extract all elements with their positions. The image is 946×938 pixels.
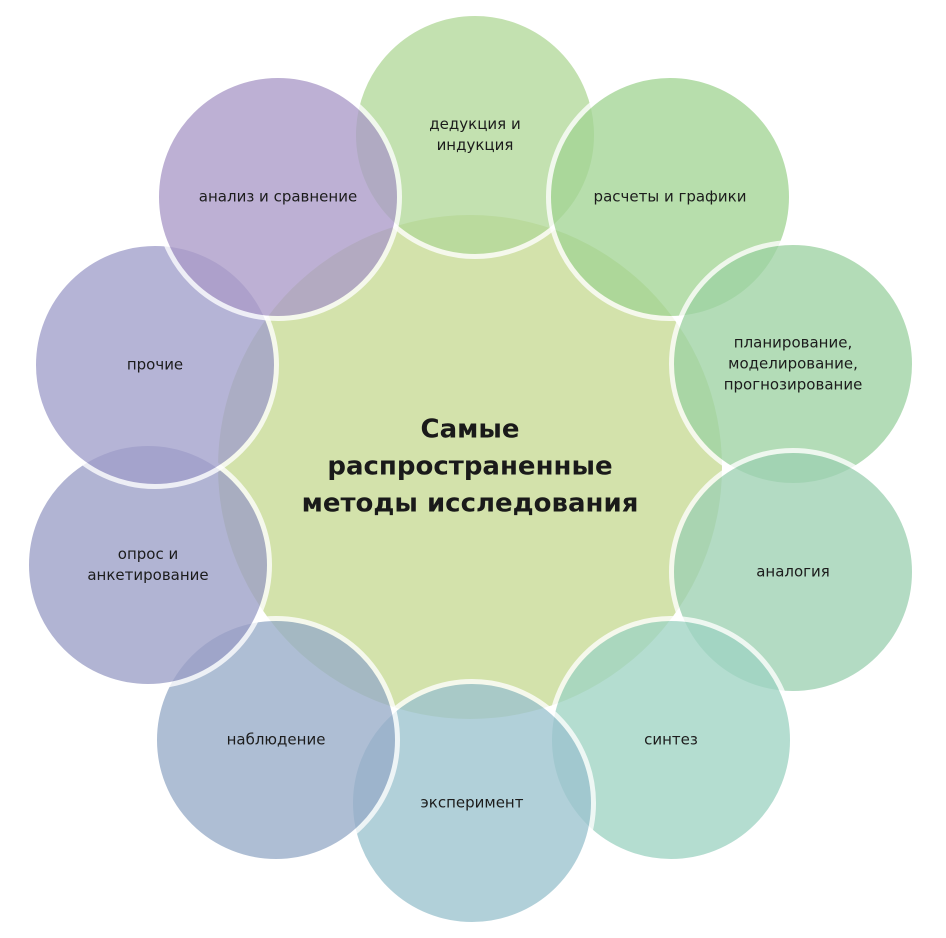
- method-label-line: планирование,: [733, 333, 853, 352]
- method-circle: [154, 73, 402, 321]
- method-label-line: аналогия: [756, 562, 830, 581]
- method-label-line: опрос и: [117, 545, 179, 563]
- method-label: дедукция и индукция: [429, 114, 520, 156]
- method-label: планирование, моделирование, прогнозирован…: [724, 333, 863, 396]
- method-label-line: дедукция и: [429, 115, 521, 133]
- center-title-line: распространенные: [327, 451, 613, 482]
- method-label: анализ и сравнение: [199, 187, 357, 208]
- method-label-line: анкетирование: [87, 566, 209, 584]
- method-label: опрос и анкетирование: [87, 544, 208, 586]
- method-label-line: синтез: [644, 730, 698, 749]
- method-label-line: моделирование,: [728, 354, 858, 373]
- method-label-line: наблюдение: [226, 730, 326, 749]
- method-label-line: эксперимент: [420, 793, 524, 812]
- method-label-line: расчеты и графики: [593, 187, 747, 206]
- method-label: прочие: [127, 355, 183, 376]
- method-label: эксперимент: [421, 793, 524, 814]
- center-title-line: методы исследования: [301, 488, 639, 519]
- method-circle: [669, 240, 917, 488]
- method-label-line: прочие: [126, 355, 184, 374]
- method-label-line: прогнозирование: [723, 375, 863, 394]
- method-label: расчеты и графики: [594, 187, 747, 208]
- method-label: синтез: [644, 730, 698, 751]
- method-label: наблюдение: [227, 730, 326, 751]
- center-title: Самые распространенные методы исследован…: [302, 412, 639, 523]
- method-label-line: индукция: [436, 136, 514, 154]
- method-label-line: анализ и сравнение: [198, 187, 358, 206]
- center-title-line: Самые: [420, 414, 520, 445]
- method-label: аналогия: [756, 562, 830, 583]
